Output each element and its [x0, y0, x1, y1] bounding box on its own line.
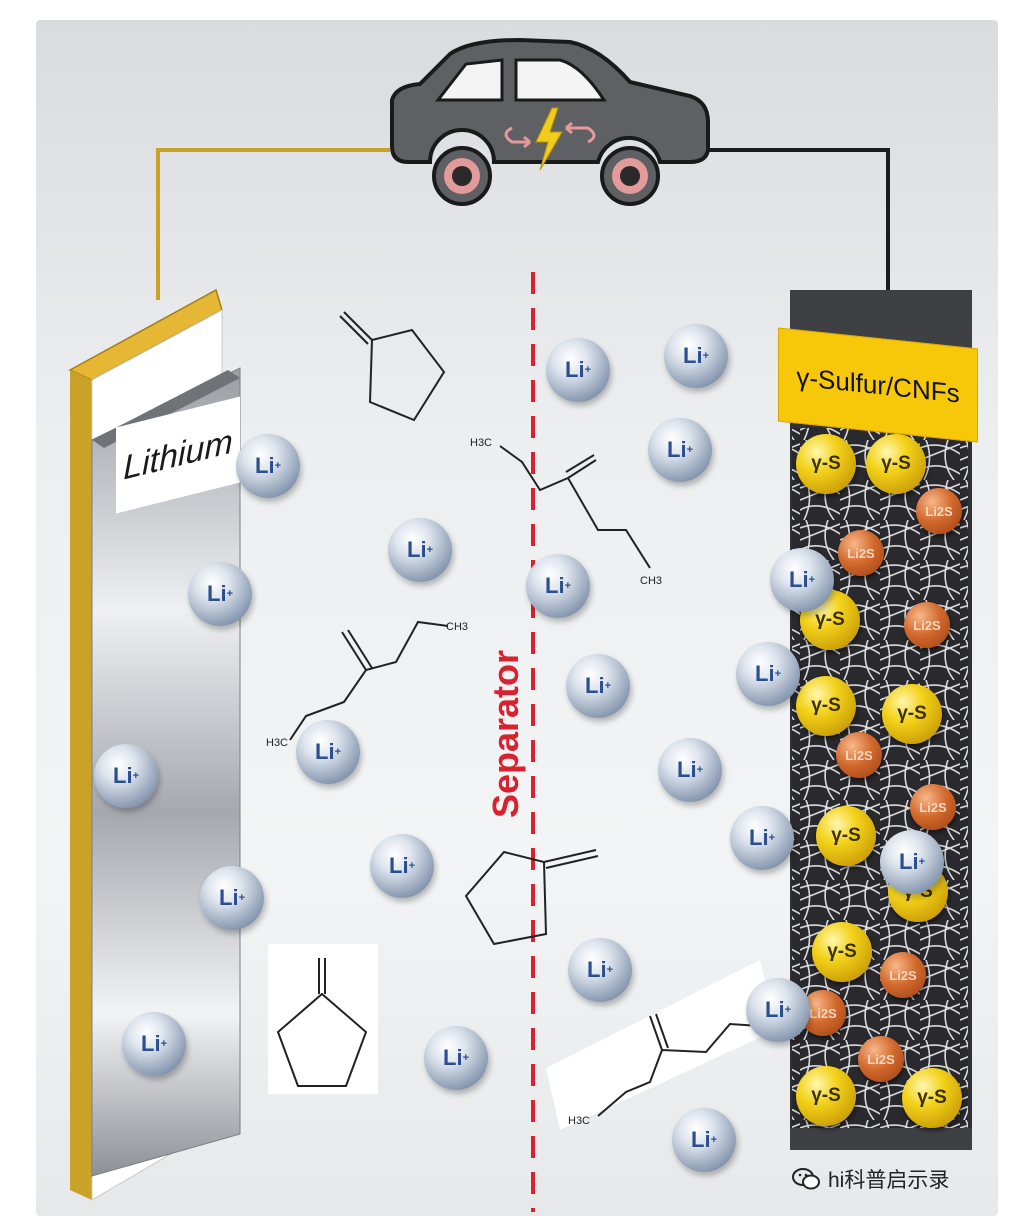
wire-left: [158, 150, 390, 300]
lithium-sulfide-particle: Li2S: [910, 784, 956, 830]
lithium-sulfide-particle: Li2S: [836, 732, 882, 778]
methyl-label-b: CH3: [640, 575, 662, 587]
lithium-sulfide-particle: Li2S: [838, 530, 884, 576]
lithium-ion: Li+: [370, 834, 434, 898]
molecule-ec-1: [340, 312, 444, 420]
gamma-sulfur-particle: γ-S: [902, 1068, 962, 1128]
separator-label: Separator: [486, 674, 526, 794]
lithium-ion: Li+: [730, 806, 794, 870]
watermark-text: hi科普启示录: [828, 1164, 949, 1194]
cathode-label-text: γ-Sulfur/CNFs: [796, 361, 959, 409]
wire-right: [706, 150, 888, 296]
anode-label-text: Lithium: [123, 422, 233, 488]
lithium-ion: Li+: [122, 1012, 186, 1076]
gamma-sulfur-particle: γ-S: [796, 676, 856, 736]
methyl-label-e: H3C: [568, 1115, 590, 1127]
lithium-ion: Li+: [770, 548, 834, 612]
gamma-sulfur-particle: γ-S: [796, 434, 856, 494]
gamma-sulfur-particle: γ-S: [882, 684, 942, 744]
gamma-sulfur-particle: γ-S: [816, 806, 876, 866]
lithium-ion: Li+: [296, 720, 360, 784]
methyl-label-d: CH3: [446, 621, 468, 633]
lithium-ion: Li+: [568, 938, 632, 1002]
lithium-ion: Li+: [388, 518, 452, 582]
lithium-ion: Li+: [658, 738, 722, 802]
lithium-ion: Li+: [880, 830, 944, 894]
lithium-ion: Li+: [648, 418, 712, 482]
lithium-ion: Li+: [188, 562, 252, 626]
gamma-sulfur-particle: γ-S: [866, 434, 926, 494]
lithium-ion: Li+: [672, 1108, 736, 1172]
lithium-ion: Li+: [736, 642, 800, 706]
methyl-label-c: H3C: [266, 737, 288, 749]
lithium-sulfide-particle: Li2S: [858, 1036, 904, 1082]
lithium-ion: Li+: [746, 978, 810, 1042]
lithium-ion: Li+: [566, 654, 630, 718]
lithium-ion: Li+: [526, 554, 590, 618]
molecule-ec-3-bg: [268, 944, 378, 1094]
wechat-icon: [792, 1167, 820, 1191]
lithium-ion: Li+: [664, 324, 728, 388]
gamma-sulfur-particle: γ-S: [796, 1066, 856, 1126]
lithium-sulfide-particle: Li2S: [904, 602, 950, 648]
lithium-ion: Li+: [94, 744, 158, 808]
electric-car-icon: [392, 40, 708, 204]
lithium-ion: Li+: [200, 866, 264, 930]
molecule-dec-1: [500, 446, 650, 568]
lithium-ion: Li+: [546, 338, 610, 402]
lithium-ion: Li+: [236, 434, 300, 498]
gamma-sulfur-particle: γ-S: [812, 922, 872, 982]
lithium-ion: Li+: [424, 1026, 488, 1090]
lithium-sulfide-particle: Li2S: [880, 952, 926, 998]
watermark: hi科普启示录: [792, 1164, 949, 1194]
methyl-label-a: H3C: [470, 437, 492, 449]
lithium-sulfide-particle: Li2S: [916, 488, 962, 534]
